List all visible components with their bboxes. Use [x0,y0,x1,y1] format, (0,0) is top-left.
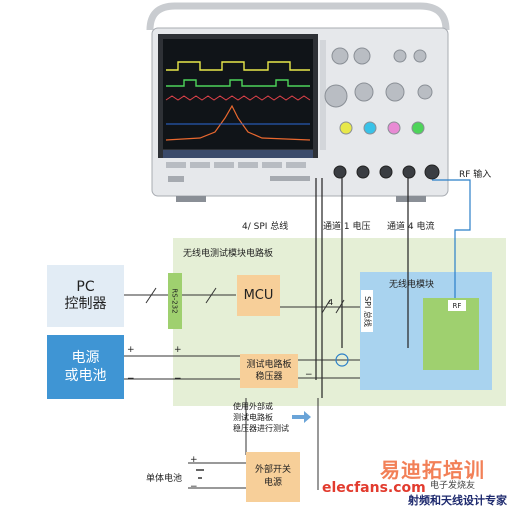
spi-bus-block: SPI 总线 [361,290,373,332]
external-supply-label-2: 电源 [263,478,282,488]
waveform-ch1 [166,61,310,71]
pc-sub-label: 控制器 [64,296,107,312]
test-note-line-2: 测试电路板 [233,413,273,422]
regulator-label-1: 测试电路板 [246,360,292,370]
rf-input-cable [432,179,471,298]
scope-channel-knobs [339,121,425,135]
watermark-sub-cn: 射频和天线设计专家 [408,494,507,507]
arrow-icon [292,411,311,423]
board-plus-sign: + [174,345,182,355]
mcu-block: MCU [237,275,280,316]
test-note-line-1: 使用外部或 [233,402,273,411]
test-note: 使用外部或 测试电路板 稳压器进行测试 [233,401,289,434]
ch1-voltage-label: 通道 1 电压 [323,222,371,232]
spi-bus-vertical-label: SPI 总线 [362,295,372,327]
pc-label: PC [76,279,95,295]
current-probe-icon [335,353,349,367]
waveform-ch2 [166,79,310,87]
rs232-label: RS-232 [171,288,180,314]
mcu-label: MCU [243,288,274,303]
rf-label: RF [448,300,466,311]
external-supply-label-1: 外部开关 [254,465,291,475]
board-minus-sign: − [174,374,182,384]
test-note-line-3: 稳压器进行测试 [233,424,289,433]
watermark-site: elecfans.com [322,480,426,496]
battery-plus-sign: + [190,455,198,465]
rf-input-label: RF 输入 [459,170,492,180]
pc-controller-block: PC 控制器 [47,265,124,327]
scope-knobs [324,47,433,108]
scope-softkeys [166,162,306,168]
waveform-bus [165,95,311,101]
power-minus-sign: − [127,374,135,384]
spi-bus-label: 4/ SPI 总线 [242,222,289,232]
scope-side-keys [320,40,326,150]
scope-menu-bar [163,150,313,158]
battery-label: 单体电池 [146,474,183,484]
power-label-2: 或电池 [64,368,107,384]
scope-handle [146,2,450,31]
power-label-1: 电源 [71,350,100,366]
rs232-block: RS-232 [168,273,182,329]
battery-minus-sign: − [190,482,198,492]
regulator-minus-sign: − [305,370,313,380]
scope-foot-left [176,196,206,202]
scope-foot-right [396,196,426,202]
external-supply-block: 外部开关 电源 [246,452,300,502]
power-supply-block: 电源 或电池 [47,335,124,399]
test-board-title: 无线电测试模块电路板 [183,249,274,259]
watermark-logo-cn: 易迪拓培训 [380,458,485,482]
rf-module-title: 无线电模块 [389,280,435,290]
spi-count-label: 4 [328,298,334,307]
regulator-block: 测试电路板 稳压器 [240,354,298,388]
power-plus-sign: + [127,345,135,355]
watermark-brand-cn: 电子发烧友 [430,481,476,491]
ch4-current-label: 通道 4 电流 [387,222,435,232]
waveform-spectrum [165,104,311,141]
scope-input-connectors [333,164,440,180]
scope-screen [163,39,313,149]
regulator-label-2: 稳压器 [255,372,283,382]
